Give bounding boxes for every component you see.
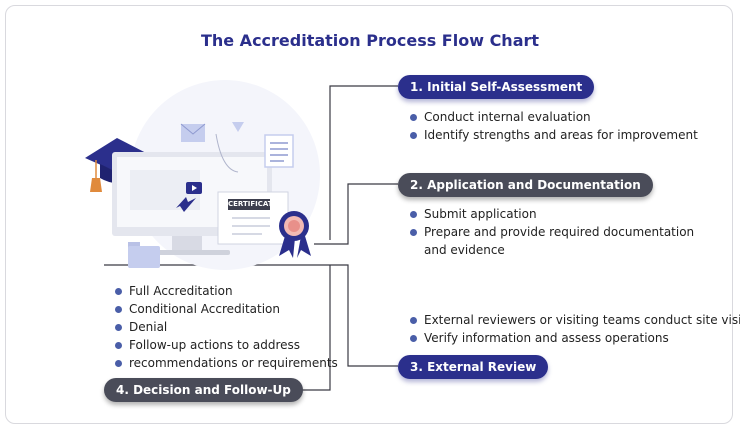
list-item: Conduct internal evaluation	[410, 108, 698, 126]
step-1-bullets: Conduct internal evaluation Identify str…	[410, 108, 698, 144]
list-item: Denial	[115, 318, 338, 336]
step-3-label: 3. External Review	[398, 355, 548, 379]
list-item: Identify strengths and areas for improve…	[410, 126, 698, 144]
list-item: Conditional Accreditation	[115, 300, 338, 318]
list-item: Submit application	[410, 205, 694, 223]
award-seal-icon	[279, 211, 311, 258]
step-4-label: 4. Decision and Follow-Up	[104, 378, 303, 402]
certificate-label: CERTIFICATE	[228, 199, 270, 210]
folder-icon	[128, 242, 160, 268]
list-item: Verify information and assess operations	[410, 329, 740, 347]
list-item: External reviewers or visiting teams con…	[410, 311, 740, 329]
envelope-icon	[181, 124, 205, 142]
list-item: and evidence	[410, 241, 694, 259]
list-item: Follow-up actions to address	[115, 336, 338, 354]
list-item: Prepare and provide required documentati…	[410, 223, 694, 241]
step-2-bullets: Submit application Prepare and provide r…	[410, 205, 694, 259]
list-item: Full Accreditation	[115, 282, 338, 300]
step-3-bullets: External reviewers or visiting teams con…	[410, 311, 740, 347]
list-item: recommendations or requirements	[115, 354, 338, 372]
step-4-bullets: Full Accreditation Conditional Accredita…	[115, 282, 338, 372]
step-1-label: 1. Initial Self-Assessment	[398, 75, 594, 99]
document-icon	[265, 135, 293, 167]
step-2-label: 2. Application and Documentation	[398, 173, 653, 197]
